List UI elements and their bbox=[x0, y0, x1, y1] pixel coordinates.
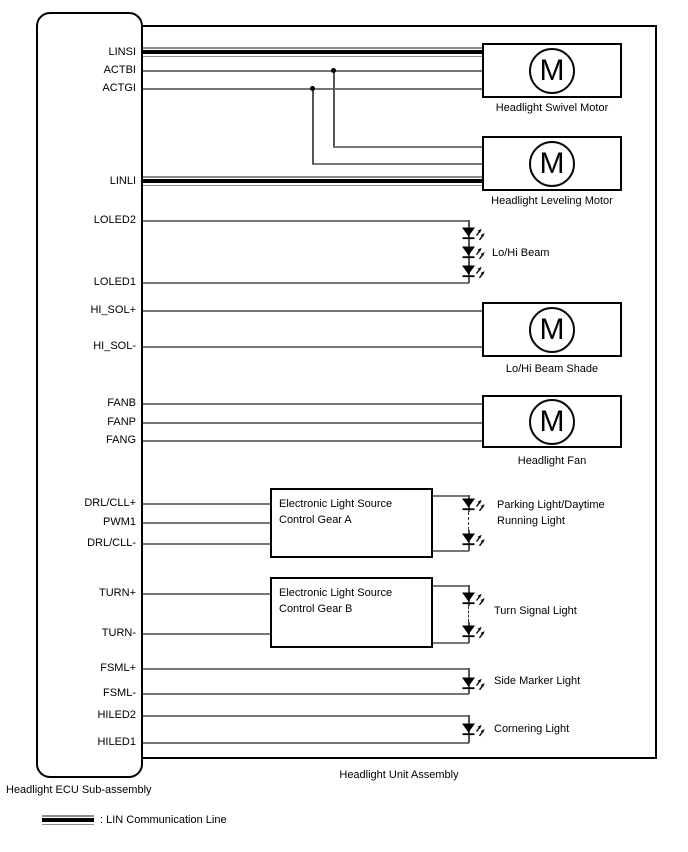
wire-turn-minus bbox=[143, 633, 270, 635]
parking-light-line2: Running Light bbox=[497, 515, 565, 527]
led-icon bbox=[460, 264, 486, 279]
gear-a-box: Electronic Light Source Control Gear A bbox=[270, 488, 433, 558]
wire-fanb bbox=[143, 403, 482, 405]
led-icon bbox=[460, 532, 486, 547]
pin-label-hiled1: HILED1 bbox=[97, 736, 136, 748]
beam-shade-motor-box: M bbox=[482, 302, 622, 357]
pin-label-fsml-minus: FSML- bbox=[103, 687, 136, 699]
wire-geara-out-bottom bbox=[433, 550, 469, 552]
pin-label-loled1: LOLED1 bbox=[93, 276, 136, 288]
led-icon bbox=[460, 722, 486, 737]
fan-label: Headlight Fan bbox=[517, 455, 587, 467]
headlight-ecu-box bbox=[36, 12, 143, 778]
pin-label-actbi: ACTBI bbox=[103, 64, 136, 76]
pin-label-fanb: FANB bbox=[107, 397, 136, 409]
gear-b-label-line2: Control Gear B bbox=[279, 603, 353, 615]
pin-label-turn-plus: TURN+ bbox=[99, 587, 136, 599]
gear-a-label-line2: Control Gear A bbox=[279, 514, 352, 526]
wire-hiled1 bbox=[143, 742, 469, 744]
turn-signal-label: Turn Signal Light bbox=[494, 605, 577, 617]
wire-actbi-vert bbox=[333, 70, 335, 147]
wire-actbi bbox=[143, 70, 482, 72]
wire-fanp bbox=[143, 422, 482, 424]
gear-a-label-line1: Electronic Light Source bbox=[279, 498, 393, 510]
wire-gearb-out-bottom bbox=[433, 642, 469, 644]
led-icon bbox=[460, 497, 486, 512]
pin-label-loled2: LOLED2 bbox=[93, 214, 136, 226]
wire-drlcll-plus bbox=[143, 503, 270, 505]
wire-geara-out-top bbox=[433, 495, 469, 497]
lin-legend-swatch bbox=[42, 815, 94, 825]
assembly-caption: Headlight Unit Assembly bbox=[339, 769, 459, 781]
pin-label-fang: FANG bbox=[106, 434, 136, 446]
lin-wire-linsi bbox=[143, 47, 482, 57]
motor-icon: M bbox=[529, 398, 575, 445]
pin-label-linli: LINLI bbox=[109, 175, 136, 187]
led-icon bbox=[460, 624, 486, 639]
gear-b-label-line1: Electronic Light Source bbox=[279, 587, 393, 599]
pin-label-hisol-minus: HI_SOL- bbox=[93, 340, 136, 352]
side-marker-label: Side Marker Light bbox=[494, 675, 581, 687]
pin-label-drlcll-minus: DRL/CLL- bbox=[87, 537, 136, 549]
lo-hi-beam-label: Lo/Hi Beam bbox=[492, 247, 550, 259]
wire-geara-vert-dashed bbox=[468, 512, 469, 530]
pin-label-hisol-plus: HI_SOL+ bbox=[90, 304, 136, 316]
pin-label-hiled2: HILED2 bbox=[97, 709, 136, 721]
cornering-label: Cornering Light bbox=[494, 723, 570, 735]
wire-actbi-branch bbox=[333, 146, 482, 148]
wire-loled2 bbox=[143, 220, 469, 222]
junction-dot-actbi bbox=[331, 68, 336, 73]
swivel-motor-box: M bbox=[482, 43, 622, 98]
wire-fsml-minus bbox=[143, 693, 469, 695]
wire-fang bbox=[143, 440, 482, 442]
wire-fsml-plus bbox=[143, 668, 469, 670]
wire-actgi-branch bbox=[312, 163, 482, 165]
pin-label-fsml-plus: FSML+ bbox=[100, 662, 136, 674]
wire-gearb-vert-dashed bbox=[468, 606, 469, 622]
wire-hiled2 bbox=[143, 715, 469, 717]
wire-turn-plus bbox=[143, 593, 270, 595]
beam-shade-label: Lo/Hi Beam Shade bbox=[505, 363, 599, 375]
led-icon bbox=[460, 676, 486, 691]
lin-wire-linli bbox=[143, 176, 482, 186]
wire-pwm1 bbox=[143, 522, 270, 524]
pin-label-actgi: ACTGI bbox=[102, 82, 136, 94]
motor-icon: M bbox=[529, 140, 575, 187]
fan-motor-box: M bbox=[482, 395, 622, 448]
wire-actgi-vert bbox=[312, 88, 314, 164]
wire-hisol-plus bbox=[143, 310, 482, 312]
pin-label-linsi: LINSI bbox=[108, 46, 136, 58]
wire-loled1 bbox=[143, 282, 469, 284]
led-icon bbox=[460, 226, 486, 241]
wire-hisol-minus bbox=[143, 346, 482, 348]
motor-icon: M bbox=[529, 47, 575, 94]
pin-label-fanp: FANP bbox=[107, 416, 136, 428]
leveling-motor-label: Headlight Leveling Motor bbox=[491, 195, 613, 207]
leveling-motor-box: M bbox=[482, 136, 622, 191]
swivel-motor-label: Headlight Swivel Motor bbox=[495, 102, 609, 114]
junction-dot-actgi bbox=[310, 86, 315, 91]
pin-label-turn-minus: TURN- bbox=[101, 627, 136, 639]
ecu-caption: Headlight ECU Sub-assembly bbox=[6, 784, 152, 796]
pin-label-drlcll-plus: DRL/CLL+ bbox=[84, 497, 136, 509]
motor-icon: M bbox=[529, 306, 575, 353]
gear-b-box: Electronic Light Source Control Gear B bbox=[270, 577, 433, 648]
wire-drlcll-minus bbox=[143, 543, 270, 545]
lin-legend-label: : LIN Communication Line bbox=[100, 814, 227, 826]
parking-light-line1: Parking Light/Daytime bbox=[497, 499, 605, 511]
led-icon bbox=[460, 245, 486, 260]
wire-gearb-out-top bbox=[433, 585, 469, 587]
pin-label-pwm1: PWM1 bbox=[103, 516, 136, 528]
led-icon bbox=[460, 591, 486, 606]
